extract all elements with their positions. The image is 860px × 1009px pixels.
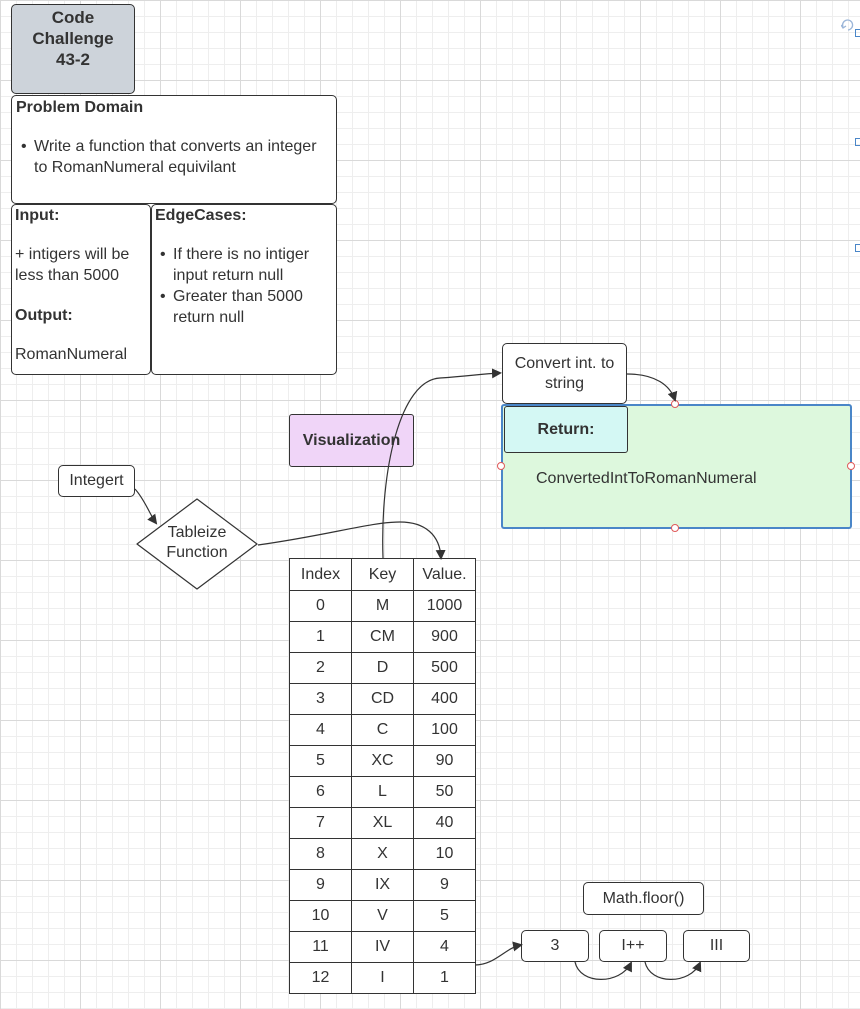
edge-marker — [855, 244, 860, 252]
table-cell: X — [351, 838, 414, 870]
table-cell: D — [351, 652, 414, 684]
output-text: RomanNumeral — [15, 346, 128, 363]
step-three-to-increment-connector — [574, 961, 632, 980]
table-cell: I — [351, 962, 414, 994]
table-row: 5 XC 90 — [289, 745, 476, 777]
problem-domain-list: Write a function that converts an intege… — [16, 136, 332, 178]
table-cell: 1 — [413, 962, 476, 994]
table-header-row: Index Key Value. — [289, 558, 476, 591]
table-row: 2 D 500 — [289, 652, 476, 684]
return-handle-bottom[interactable] — [671, 524, 679, 532]
table-row: 10 V 5 — [289, 900, 476, 932]
table-row: 9 IX 9 — [289, 869, 476, 901]
step-increment-label: I++ — [621, 937, 645, 954]
edge-marker — [855, 138, 860, 146]
math-floor-label: Math.floor() — [602, 889, 685, 907]
table-to-step-connector — [474, 941, 523, 966]
tableize-label: Tableize Function — [166, 524, 228, 561]
title-line-3: 43-2 — [55, 50, 91, 69]
table-to-convert-connector — [382, 368, 502, 559]
edge-marker — [855, 29, 860, 37]
table-cell: 11 — [289, 931, 352, 963]
convert-node[interactable]: Convert int. to string — [502, 343, 627, 404]
integer-to-tableize-connector — [134, 488, 158, 525]
input-heading: Input: — [15, 207, 60, 224]
title-line-1: Code — [51, 8, 95, 27]
step-three-node[interactable]: 3 — [521, 930, 589, 962]
table-cell: 5 — [413, 900, 476, 932]
return-value: ConvertedIntToRomanNumeral — [536, 470, 757, 487]
table-row: 4 C 100 — [289, 714, 476, 746]
table-cell: IV — [351, 931, 414, 963]
edge-case-bullet: Greater than 5000 return null — [155, 286, 333, 328]
table-cell: 10 — [289, 900, 352, 932]
return-handle-left[interactable] — [497, 462, 505, 470]
table-cell: XC — [351, 745, 414, 777]
math-floor-node[interactable]: Math.floor() — [583, 882, 704, 915]
output-heading: Output: — [15, 307, 73, 324]
problem-domain-heading: Problem Domain — [16, 99, 144, 116]
roman-table: Index Key Value. 0 M 1000 1 CM 900 2 D 5… — [289, 558, 476, 994]
table-cell: 12 — [289, 962, 352, 994]
table-cell: 2 — [289, 652, 352, 684]
visualization-label[interactable]: Visualization — [289, 414, 414, 467]
tableize-diamond[interactable] — [136, 498, 259, 590]
table-row: 3 CD 400 — [289, 683, 476, 715]
table-cell: 6 — [289, 776, 352, 808]
table-row: 7 XL 40 — [289, 807, 476, 839]
visualization-text: Visualization — [302, 431, 401, 449]
convert-to-return-connector — [626, 373, 678, 402]
increment-to-result-connector — [644, 961, 702, 980]
edge-cases-list: If there is no intiger input return null… — [155, 244, 333, 328]
edge-cases-heading: EdgeCases: — [155, 207, 247, 224]
step-result-node[interactable]: III — [683, 930, 750, 962]
table-row: 12 I 1 — [289, 962, 476, 994]
convert-node-label: Convert int. to string — [514, 354, 615, 392]
table-header-cell: Index — [289, 558, 352, 591]
title-line-2: Challenge — [32, 29, 114, 48]
table-cell: V — [351, 900, 414, 932]
table-cell: 1000 — [413, 590, 476, 622]
integer-node-label: Integert — [69, 472, 124, 489]
edge-cases-card[interactable]: EdgeCases: If there is no intiger input … — [151, 204, 337, 375]
input-output-card[interactable]: Input: + intigers will be less than 5000… — [11, 204, 151, 375]
input-text: + intigers will be less than 5000 — [15, 246, 130, 284]
table-row: 8 X 10 — [289, 838, 476, 870]
title-card[interactable]: Code Challenge 43-2 — [11, 4, 135, 94]
table-cell: 40 — [413, 807, 476, 839]
integer-node[interactable]: Integert — [58, 465, 135, 497]
problem-domain-bullet: Write a function that converts an intege… — [16, 136, 332, 178]
step-three-label: 3 — [550, 937, 560, 954]
table-cell: 400 — [413, 683, 476, 715]
tableize-to-table-connector — [257, 521, 446, 560]
table-cell: 1 — [289, 621, 352, 653]
rotate-icon[interactable] — [841, 18, 855, 32]
table-cell: 9 — [413, 869, 476, 901]
return-handle-right[interactable] — [847, 462, 855, 470]
step-increment-node[interactable]: I++ — [599, 930, 667, 962]
step-result-label: III — [709, 937, 724, 954]
table-row: 0 M 1000 — [289, 590, 476, 622]
edge-case-bullet: If there is no intiger input return null — [155, 244, 333, 286]
return-header: Return: — [504, 406, 628, 453]
problem-domain-card[interactable]: Problem Domain Write a function that con… — [11, 95, 337, 204]
table-cell: C — [351, 714, 414, 746]
table-row: 11 IV 4 — [289, 931, 476, 963]
